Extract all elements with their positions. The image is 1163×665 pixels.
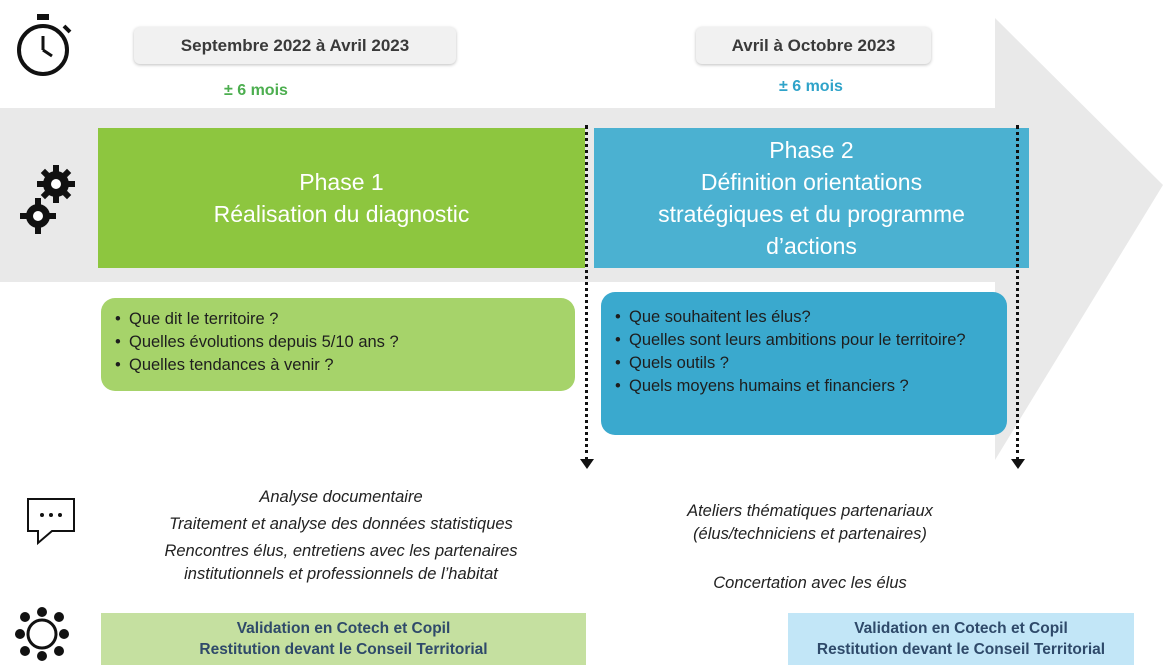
phase1-method: Analyse documentaire — [259, 488, 423, 506]
phase1-method: Rencontres élus, entretiens avec les par… — [164, 542, 518, 583]
phase1-subtitle: Réalisation du diagnostic — [213, 201, 470, 227]
phase2-subtitle-line1: Définition orientations — [700, 169, 923, 195]
milestone-line-2 — [1016, 125, 1019, 461]
period1-date: Septembre 2022 à Avril 2023 — [134, 27, 456, 64]
period2-date: Avril à Octobre 2023 — [696, 27, 931, 64]
phase1-method: Traitement et analyse des données statis… — [169, 515, 513, 533]
phase2-validation-line1: Validation en Cotech et Copil — [854, 620, 1068, 637]
period1-duration: ± 6 mois — [224, 82, 288, 99]
milestone-arrow-2 — [1011, 459, 1025, 469]
milestone-line-1 — [585, 125, 588, 461]
phase1-questions: Que dit le territoire ? Quelles évolutio… — [101, 298, 575, 391]
phase2-question: Que souhaitent les élus? — [615, 306, 993, 329]
phase1-validation-line1: Validation en Cotech et Copil — [236, 620, 451, 637]
phase2-method: Concertation avec les élus — [713, 574, 907, 592]
phase2-title: Phase 2 — [769, 137, 854, 163]
stopwatch-icon — [17, 14, 72, 76]
phase2-method: Ateliers thématiques partenariaux (élus/… — [687, 502, 933, 543]
milestone-arrow-1 — [580, 459, 594, 469]
phase2-methods: Ateliers thématiques partenariaux (élus/… — [630, 500, 990, 595]
phase2-validation: Validation en Cotech et Copil Restitutio… — [788, 613, 1134, 665]
phase1-question: Quelles évolutions depuis 5/10 ans ? — [115, 331, 561, 354]
phase1-title: Phase 1 — [299, 169, 384, 195]
phase1-validation-line2: Restitution devant le Conseil Territoria… — [199, 641, 488, 658]
phase1-question: Que dit le territoire ? — [115, 308, 561, 331]
phase1-box: Phase 1 Réalisation du diagnostic — [98, 128, 585, 268]
period1-date-label: Septembre 2022 à Avril 2023 — [180, 35, 410, 55]
phase2-questions: Que souhaitent les élus? Quelles sont le… — [601, 292, 1007, 435]
phase2-question: Quelles sont leurs ambitions pour le ter… — [615, 329, 993, 352]
gears-icon — [20, 165, 75, 234]
phase2-validation-line2: Restitution devant le Conseil Territoria… — [816, 641, 1106, 658]
period2-duration: ± 6 mois — [779, 78, 843, 95]
phase1-validation: Validation en Cotech et Copil Restitutio… — [101, 613, 586, 665]
phase2-box: Phase 2 Définition orientations stratégi… — [594, 128, 1029, 268]
phase1-question: Quelles tendances à venir ? — [115, 354, 561, 377]
phase1-methods: Analyse documentaire Traitement et analy… — [106, 486, 576, 586]
chat-bubble-icon — [27, 498, 75, 546]
phase2-subtitle-line3: d’actions — [766, 233, 857, 259]
phase2-subtitle-line2: stratégiques et du programme — [658, 201, 965, 227]
phase2-question: Quels moyens humains et financiers ? — [615, 375, 993, 398]
period2-date-label: Avril à Octobre 2023 — [731, 35, 896, 55]
meeting-table-icon — [15, 607, 69, 661]
phase2-question: Quels outils ? — [615, 352, 993, 375]
